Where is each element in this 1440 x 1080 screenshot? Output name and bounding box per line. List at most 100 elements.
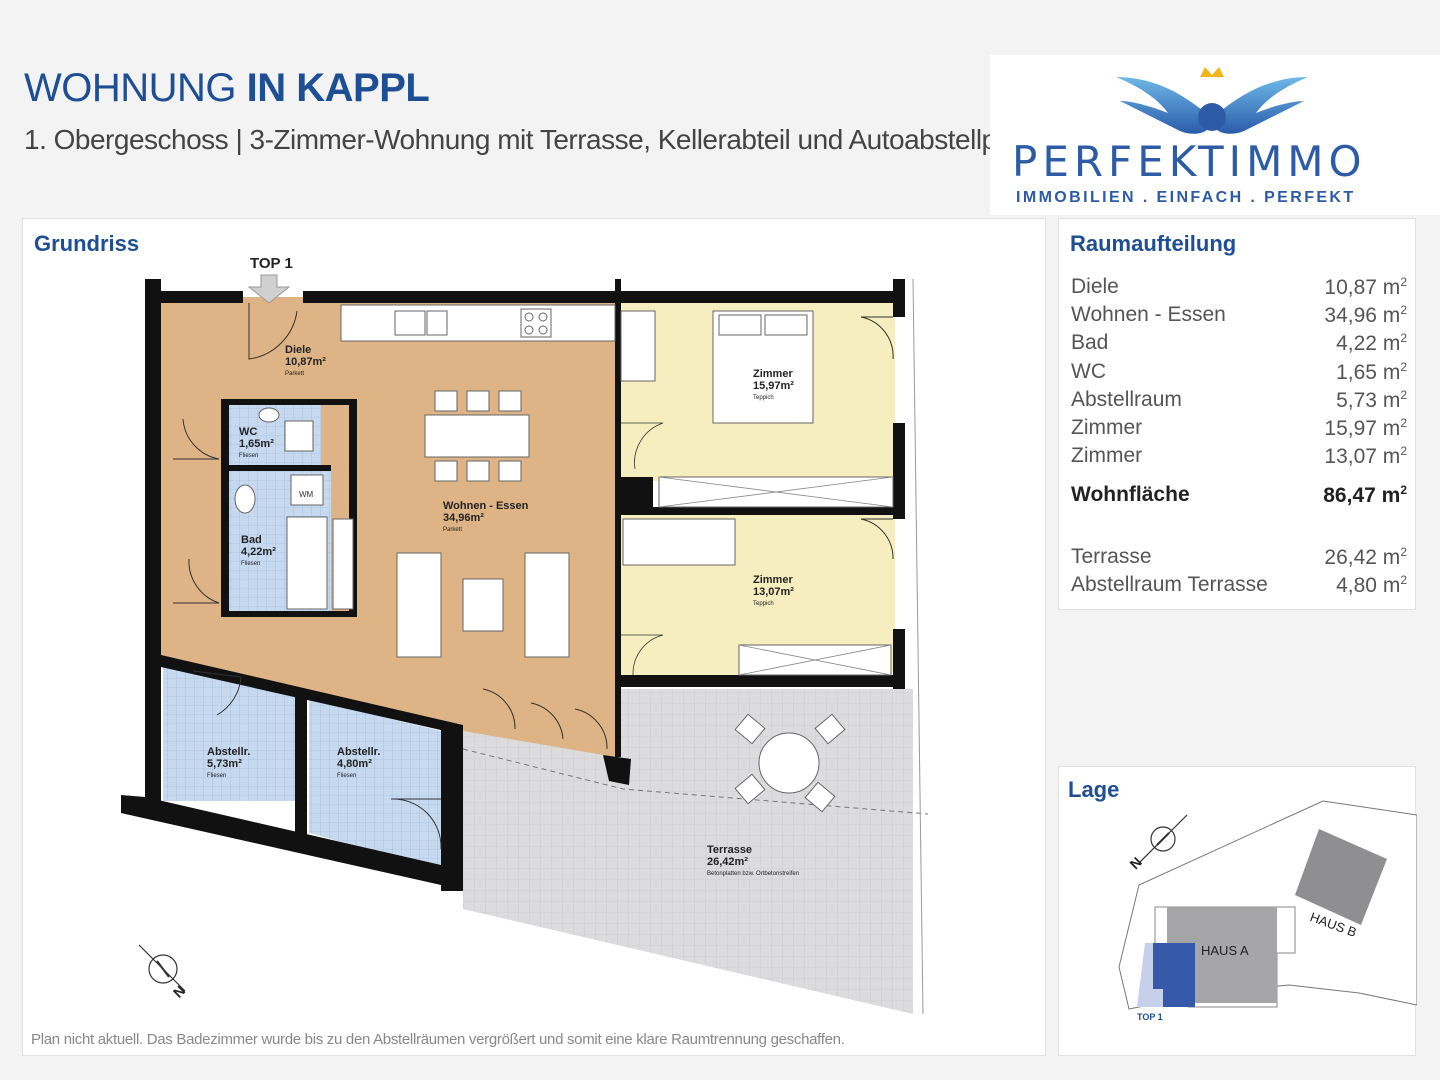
unit-sup: 2	[1400, 483, 1407, 497]
unit-sup: 2	[1400, 416, 1407, 430]
room-row: Zimmer 13,07 m2	[1071, 444, 1407, 472]
room-area: 86,47 m2	[1323, 483, 1407, 507]
lage-compass-label: N	[1126, 854, 1144, 872]
room-row: WC 1,65 m2	[1071, 360, 1407, 388]
plan-room-floor: Betonplatten bzw. Ortbetonstreifen	[707, 871, 799, 877]
washing-machine-label: WM	[299, 490, 314, 499]
room-name: Zimmer	[1071, 444, 1143, 468]
room-area: 4,80 m2	[1336, 573, 1407, 597]
plan-room-area: 26,42m²	[707, 856, 748, 868]
plan-room-name: Bad	[241, 534, 262, 546]
plan-room-name: Wohnen - Essen	[443, 500, 529, 512]
room-area: 15,97 m2	[1324, 416, 1407, 440]
floor-plan-drawing: Diele10,87m²ParkettWC1,65m²FliesenBad4,2…	[121, 255, 929, 1015]
room-area: 34,96 m2	[1324, 303, 1407, 328]
unit-sup: 2	[1400, 444, 1407, 459]
plan-room-area: 10,87m²	[285, 356, 326, 368]
room-area: 13,07 m2	[1324, 444, 1407, 469]
room-name: Wohnfläche	[1071, 483, 1190, 506]
plan-room-area: 13,07m²	[753, 586, 794, 598]
plan-room-floor: Parkett	[443, 527, 462, 533]
room-area: 26,42 m2	[1324, 545, 1407, 569]
plan-note: Plan nicht aktuell. Das Badezimmer wurde…	[31, 1031, 845, 1048]
page-subtitle: 1. Obergeschoss | 3-Zimmer-Wohnung mit T…	[24, 124, 1039, 155]
room-area: 4,22 m2	[1336, 331, 1407, 356]
room-row: Zimmer 15,97 m2	[1071, 416, 1407, 444]
plan-room-name: Zimmer	[753, 574, 793, 586]
plan-room-floor: Fliesen	[207, 773, 226, 779]
room-name: Abstellraum Terrasse	[1071, 573, 1268, 596]
plan-room-area: 34,96m²	[443, 512, 484, 524]
floor-plan-panel: Grundriss	[22, 218, 1046, 1056]
room-name: WC	[1071, 359, 1106, 383]
top1-label: TOP 1	[1137, 1012, 1163, 1022]
plan-room-floor: Fliesen	[239, 453, 258, 459]
plan-room-floor: Teppich	[753, 601, 774, 607]
room-name: Wohnen - Essen	[1071, 303, 1226, 327]
plan-room-name: Abstellr.	[337, 746, 380, 758]
plan-room-area: 5,73m²	[207, 758, 242, 770]
logo: PERFEKTIMMO IMMOBILIEN . EINFACH . PERFE…	[990, 55, 1440, 215]
plan-room-name: Diele	[285, 344, 311, 356]
plan-room-name: WC	[239, 426, 257, 438]
location-heading: Lage	[1068, 777, 1120, 802]
plan-room-name: Terrasse	[707, 844, 752, 856]
logo-tagline: IMMOBILIEN . EINFACH . PERFEKT	[1016, 189, 1356, 206]
plan-room-label: Abstellr.4,80m² Fliesen	[337, 746, 380, 779]
room-row: Diele 10,87 m2	[1071, 275, 1407, 303]
room-name: Terrasse	[1071, 545, 1152, 568]
lage-compass-icon	[1138, 814, 1188, 864]
plan-room-floor: Fliesen	[337, 773, 356, 779]
title-bold: IN KAPPL	[246, 66, 430, 110]
plan-room-floor: Fliesen	[241, 561, 260, 567]
unit-sup: 2	[1400, 303, 1407, 318]
unit-sup: 2	[1400, 387, 1407, 402]
logo-name: PERFEKTIMMO	[1012, 137, 1367, 186]
room-total-row: Wohnfläche 86,47 m2	[1071, 483, 1407, 511]
unit-sup: 2	[1400, 359, 1407, 374]
unit-sup: 2	[1400, 545, 1407, 559]
room-row: Abstellraum Terrasse 4,80 m2	[1071, 573, 1407, 601]
plan-room-floor: Teppich	[753, 395, 774, 401]
room-name: Diele	[1071, 275, 1119, 298]
plan-room-floor: Parkett	[285, 371, 304, 377]
plan-room-name: Zimmer	[753, 368, 793, 380]
title-light: WOHNUNG	[24, 66, 237, 110]
room-name: Abstellraum	[1071, 387, 1182, 411]
unit-sup: 2	[1400, 275, 1407, 289]
room-area: 5,73 m2	[1336, 387, 1407, 412]
unit-sup: 2	[1400, 573, 1407, 587]
plan-room-area: 1,65m²	[239, 438, 274, 450]
entrance-label: TOP 1	[250, 255, 293, 272]
unit-sup: 2	[1400, 331, 1407, 346]
room-row: Abstellraum 5,73 m2	[1071, 388, 1407, 416]
room-row: Bad 4,22 m2	[1071, 331, 1407, 359]
room-table-panel: Raumaufteilung Diele 10,87 m2 Wohnen - Ess…	[1058, 218, 1416, 610]
winged-crown-logo-icon	[1116, 67, 1308, 134]
room-name: Zimmer	[1071, 416, 1143, 439]
plan-room-area: 15,97m²	[753, 380, 794, 392]
room-table-heading: Raumaufteilung	[1070, 231, 1237, 256]
plan-room-name: Abstellr.	[207, 746, 250, 758]
plan-room-area: 4,80m²	[337, 758, 372, 770]
location-panel: Lage N HAUS A HAUS B TOP 1	[1058, 766, 1417, 1056]
room-row: Wohnen - Essen 34,96 m2	[1071, 303, 1407, 331]
site-plan-drawing: N HAUS A HAUS B TOP 1	[1118, 800, 1417, 1022]
floor-plan-heading: Grundriss	[34, 231, 140, 256]
plan-room-area: 4,22m²	[241, 546, 276, 558]
room-area: 1,65 m2	[1336, 359, 1407, 384]
room-area: 10,87 m2	[1324, 275, 1407, 299]
plan-room-label: WC1,65m² Fliesen	[239, 426, 274, 459]
room-name: Bad	[1071, 331, 1109, 355]
page-title: WOHNUNG IN KAPPL	[24, 66, 430, 111]
haus-a-label: HAUS A	[1201, 943, 1249, 958]
plan-compass-label: N	[170, 982, 188, 1000]
plan-room-label: Abstellr.5,73m² Fliesen	[207, 746, 250, 779]
plan-compass-icon	[138, 944, 186, 992]
